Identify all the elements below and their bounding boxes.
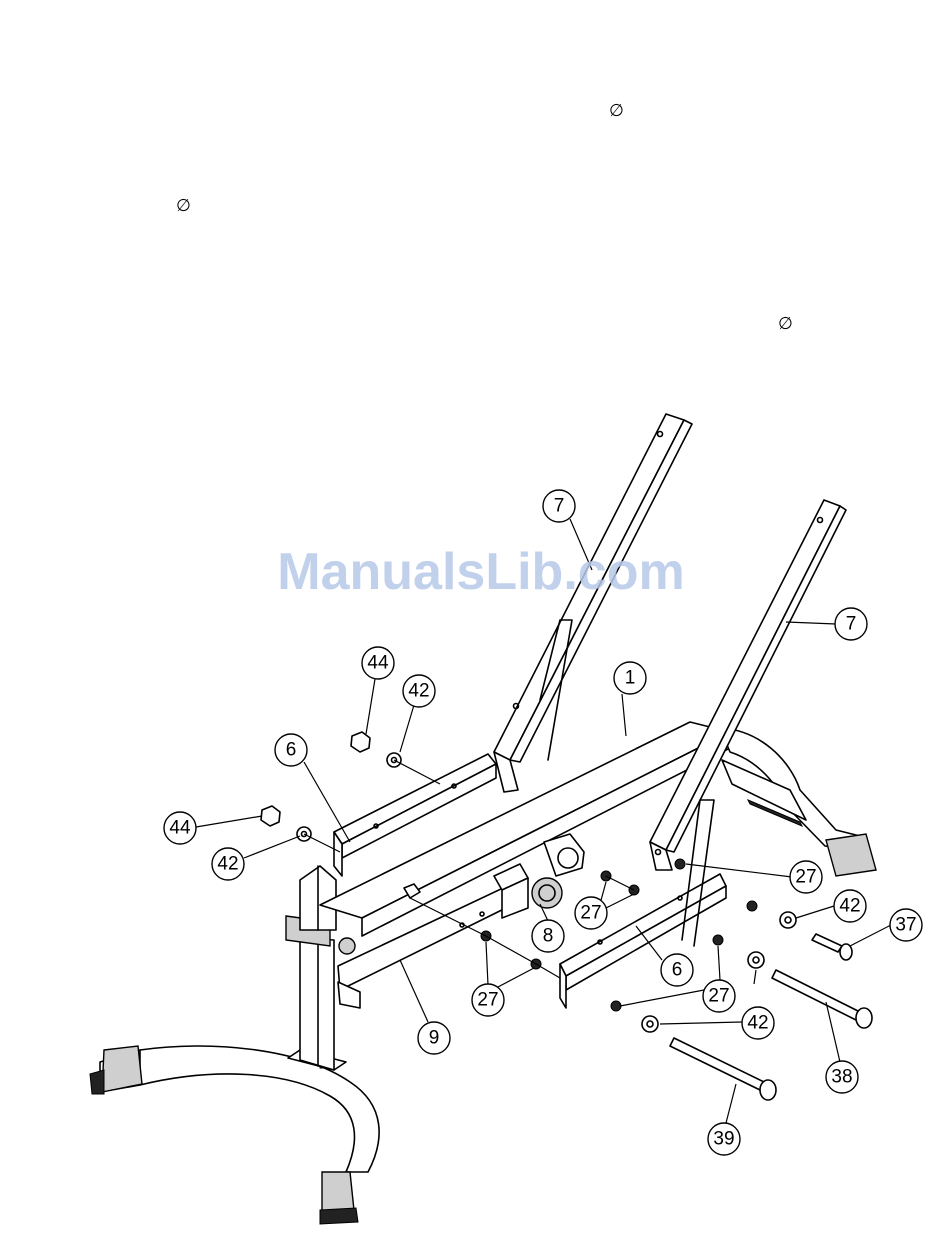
svg-text:9: 9 <box>429 1028 440 1049</box>
svg-text:8: 8 <box>543 926 554 947</box>
svg-text:7: 7 <box>846 614 857 635</box>
svg-text:27: 27 <box>708 986 729 1007</box>
callout-1: 1 <box>614 662 646 694</box>
callout-44-top: 44 <box>362 647 394 679</box>
svg-text:39: 39 <box>713 1129 734 1150</box>
svg-text:37: 37 <box>895 915 916 936</box>
callout-44-left: 44 <box>164 812 196 844</box>
svg-text:44: 44 <box>367 653 389 674</box>
callout-42-top: 42 <box>403 675 435 707</box>
callout-9: 9 <box>418 1022 450 1054</box>
callout-6-left: 6 <box>275 734 307 766</box>
callout-8: 8 <box>532 920 564 952</box>
callout-27-center: 27 <box>575 897 607 929</box>
svg-text:42: 42 <box>408 681 429 702</box>
svg-text:27: 27 <box>477 990 498 1011</box>
watermark-text: ManualsLib.com <box>266 542 696 602</box>
callout-7-right: 7 <box>835 608 867 640</box>
callout-42-upper-right: 42 <box>834 890 866 922</box>
callout-42-lower-right: 42 <box>742 1007 774 1039</box>
callout-27-upper-right: 27 <box>790 861 822 893</box>
svg-text:6: 6 <box>672 960 683 981</box>
svg-text:42: 42 <box>839 896 860 917</box>
svg-text:44: 44 <box>169 818 191 839</box>
svg-text:6: 6 <box>286 740 297 761</box>
callout-27-lower-right: 27 <box>703 980 735 1012</box>
svg-text:27: 27 <box>580 903 601 924</box>
base-foot-frame <box>90 1046 379 1224</box>
callout-42-left: 42 <box>212 848 244 880</box>
svg-text:27: 27 <box>795 867 816 888</box>
callout-39: 39 <box>708 1123 740 1155</box>
svg-text:7: 7 <box>554 496 565 517</box>
svg-text:42: 42 <box>747 1013 768 1034</box>
svg-text:1: 1 <box>625 668 636 689</box>
callout-37: 37 <box>890 909 922 941</box>
callout-6-right: 6 <box>661 954 693 986</box>
svg-text:42: 42 <box>217 854 238 875</box>
callout-27-lower-left: 27 <box>472 984 504 1016</box>
callout-38: 38 <box>826 1061 858 1093</box>
callout-7-left: 7 <box>543 490 575 522</box>
svg-text:38: 38 <box>831 1067 852 1088</box>
